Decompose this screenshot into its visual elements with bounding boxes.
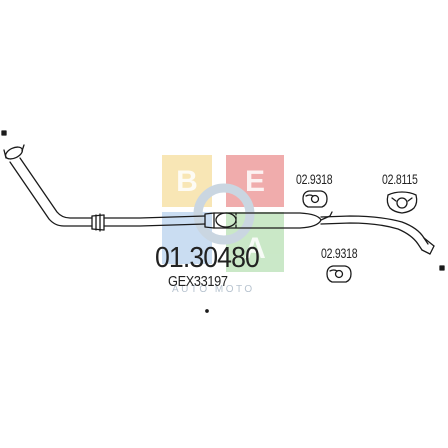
middle-pipe: [103, 215, 206, 227]
small-marker-left: [1, 130, 7, 136]
small-marker-right: [439, 265, 445, 271]
watermark-tile-e: [226, 155, 284, 207]
hanger-ring-label: 02.8115: [382, 171, 418, 187]
front-pipe: [9, 157, 93, 227]
watermark-tile-a-top: [162, 212, 212, 264]
hanger-ring-part: [386, 191, 418, 214]
watermark-letter-e: E: [245, 165, 265, 198]
watermark-ring: [193, 183, 255, 245]
part-number: 01.30480: [155, 242, 260, 274]
pipe-joint: [91, 213, 105, 232]
hanger-bottom-label: 02.9318: [321, 245, 358, 261]
muffler: [204, 212, 322, 229]
watermark-letter-b: B: [176, 165, 198, 198]
watermark-tagline: AUTO MOTO: [172, 284, 255, 295]
inlet-flange: [3, 144, 25, 160]
watermark-letter-a: A: [244, 232, 266, 265]
reference-number: GEX33197: [168, 273, 228, 290]
hanger-top-label: 02.9318: [296, 171, 333, 187]
tailpipe-tip: [421, 237, 435, 255]
hanger-top-part: [302, 190, 328, 208]
muffler-hanger-tab: [320, 211, 333, 221]
hanger-bottom-part: [326, 265, 352, 283]
small-dot: [205, 309, 209, 313]
rear-pipe: [320, 215, 429, 251]
